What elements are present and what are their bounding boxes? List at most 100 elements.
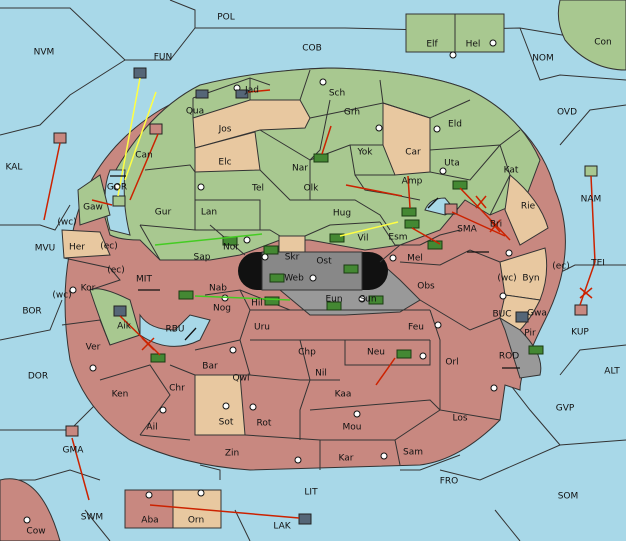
label-chp: Chp xyxy=(298,348,316,358)
fleet-unit[interactable] xyxy=(584,165,598,177)
sea-kal: KAL xyxy=(6,163,23,173)
label-eld: Eld xyxy=(448,120,462,130)
label-esm: Esm xyxy=(388,233,407,243)
coast-her-ec: (ec) xyxy=(100,242,118,252)
sea-rbu: RBU xyxy=(165,325,184,335)
label-nor: Nor xyxy=(223,243,239,253)
label-nil: Nil xyxy=(315,369,327,379)
fleet-unit[interactable] xyxy=(298,513,312,525)
fleet-unit[interactable] xyxy=(133,67,147,79)
fleet-unit[interactable] xyxy=(65,425,79,437)
fleet-unit[interactable] xyxy=(112,195,126,207)
label-sch: Sch xyxy=(329,89,345,99)
label-orn: Orn xyxy=(188,516,204,526)
label-uru: Uru xyxy=(254,323,270,333)
label-grh: Grh xyxy=(344,108,360,118)
label-obs: Obs xyxy=(417,282,435,292)
sea-dor: DOR xyxy=(28,372,48,382)
sea-con: Con xyxy=(594,38,612,48)
sea-fro: FRO xyxy=(440,477,459,487)
sea-gor: GOR xyxy=(107,183,127,193)
label-qua: Qua xyxy=(186,107,204,117)
orders xyxy=(43,77,596,519)
sea-lak: LAK xyxy=(273,522,291,532)
army-unit[interactable] xyxy=(150,153,544,363)
label-olk: Olk xyxy=(304,184,320,194)
label-sap: Sap xyxy=(194,253,211,263)
label-can: Can xyxy=(135,151,153,161)
sea-mit: MIT xyxy=(136,275,152,285)
province-her[interactable] xyxy=(61,229,111,259)
coast-byn-ec: (ec) xyxy=(552,262,570,272)
province-borders xyxy=(61,69,521,470)
label-web: Web xyxy=(284,274,304,284)
sea-bor: BOR xyxy=(22,307,41,317)
label-elc: Elc xyxy=(218,158,231,168)
sea-buc: BUC xyxy=(492,310,511,320)
label-sot: Sot xyxy=(219,418,234,428)
sea-nam: NAM xyxy=(581,195,602,205)
coast-gaw-wc: (wc) xyxy=(57,218,76,228)
label-rie: Rie xyxy=(521,202,536,212)
label-ost: Ost xyxy=(316,257,332,267)
province-con[interactable] xyxy=(557,0,626,71)
label-tel: Tel xyxy=(251,184,264,194)
fleet-unit[interactable] xyxy=(149,123,163,135)
label-ver: Ver xyxy=(86,343,101,353)
sea-tei: TEI xyxy=(590,259,605,269)
sea-swm: SWM xyxy=(81,513,103,523)
label-sun: Sun xyxy=(359,295,376,305)
label-uta: Uta xyxy=(444,159,460,169)
fleet-unit[interactable] xyxy=(574,304,588,316)
province-rie[interactable] xyxy=(504,174,549,246)
label-kor: Kor xyxy=(81,284,96,294)
sea-fun: FUN xyxy=(154,53,173,63)
label-chr: Chr xyxy=(169,384,185,394)
sea-gma: GMA xyxy=(63,446,85,456)
sea-som: SOM xyxy=(558,492,579,502)
label-bar: Bar xyxy=(202,362,218,372)
sea-labels: POL NVM FUN COB NOM Con OVD KAL GOR MVU … xyxy=(6,13,621,537)
supply-centers xyxy=(23,39,513,524)
label-bri: Bri xyxy=(490,220,502,230)
fleet-unit[interactable] xyxy=(444,203,458,215)
label-jad: Jad xyxy=(244,86,259,96)
label-car: Car xyxy=(405,148,421,158)
conflict-marks xyxy=(141,195,593,351)
label-aba: Aba xyxy=(141,516,158,526)
fleet-unit[interactable] xyxy=(235,89,249,99)
fleet-unit[interactable] xyxy=(53,132,67,144)
label-aik: Aik xyxy=(117,322,132,332)
label-byn: Byn xyxy=(522,274,539,284)
label-kat: Kat xyxy=(504,166,519,176)
sea-lit: LIT xyxy=(304,488,318,498)
label-sam: Sam xyxy=(403,448,423,458)
units xyxy=(53,67,598,525)
label-skr: Skr xyxy=(285,253,300,263)
sea-rod: ROD xyxy=(499,352,519,362)
label-gaw: Gaw xyxy=(83,203,103,213)
fleet-unit[interactable] xyxy=(515,311,529,323)
province-labels: Jad Qua Sch Jos Grh Eld Can Nar Yok Car … xyxy=(69,86,547,526)
label-nar: Nar xyxy=(292,164,308,174)
label-jos: Jos xyxy=(218,125,232,135)
coast-byn-wc: (wc) xyxy=(497,274,516,284)
label-zin: Zin xyxy=(225,449,239,459)
province-pir[interactable] xyxy=(498,316,542,379)
fleet-unit[interactable] xyxy=(113,305,127,317)
label-hil: Hil xyxy=(251,299,263,309)
sea-ovd: OVD xyxy=(557,108,577,118)
label-kar: Kar xyxy=(339,454,354,464)
label-vil: Vil xyxy=(358,234,369,244)
province-hel-label: Hel xyxy=(466,40,481,50)
label-her: Her xyxy=(69,243,85,253)
sea-gvp: GVP xyxy=(556,404,575,414)
label-pir: Pir xyxy=(524,329,536,339)
label-eun: Eun xyxy=(325,295,342,305)
label-feu: Feu xyxy=(408,323,424,333)
label-kaa: Kaa xyxy=(335,390,352,400)
sea-pol: POL xyxy=(217,13,235,23)
fleet-unit[interactable] xyxy=(195,89,209,99)
